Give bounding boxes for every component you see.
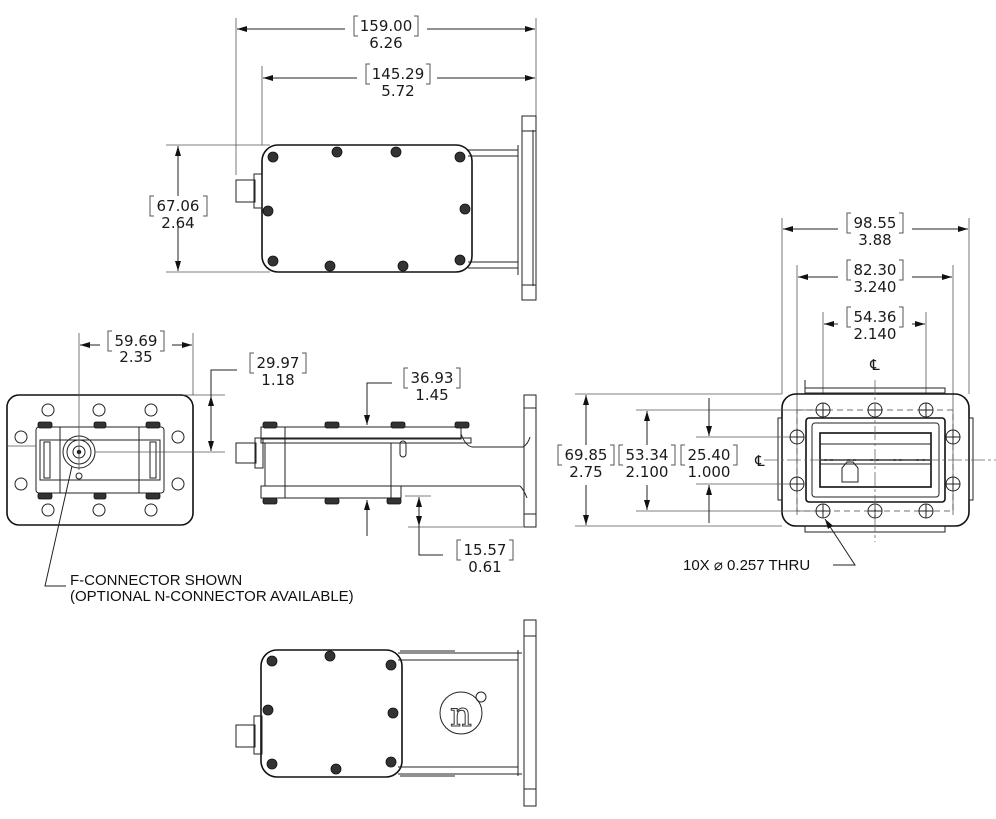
dim-overall-length: 159.00 6.26 bbox=[353, 15, 419, 52]
top-view: 159.00 6.26 145.29 5.72 67.06 2.64 bbox=[149, 15, 537, 301]
company-logo-icon: n bbox=[439, 691, 487, 736]
dim-hole-pattern-width: 82.30 3.240 bbox=[846, 259, 904, 296]
svg-text:98.55: 98.55 bbox=[854, 214, 897, 232]
dim-waveguide-width: 54.36 2.140 bbox=[846, 306, 904, 343]
svg-text:2.140: 2.140 bbox=[854, 325, 897, 343]
svg-text:1.000: 1.000 bbox=[688, 463, 731, 481]
svg-text:53.34: 53.34 bbox=[626, 446, 669, 464]
svg-text:59.69: 59.69 bbox=[115, 332, 158, 350]
svg-text:2.35: 2.35 bbox=[119, 348, 152, 366]
dim-flange-offset: 15.57 0.61 bbox=[456, 539, 514, 576]
dim-connector-vertical: 29.97 1.18 bbox=[249, 352, 307, 389]
svg-text:2.75: 2.75 bbox=[569, 463, 602, 481]
dim-flange-width: 98.55 3.88 bbox=[846, 212, 904, 249]
dim-body-length: 145.29 5.72 bbox=[365, 63, 431, 100]
dim-body-height: 36.93 1.45 bbox=[403, 367, 461, 404]
svg-text:0.61: 0.61 bbox=[468, 558, 501, 576]
dim-body-width: 67.06 2.64 bbox=[149, 195, 208, 232]
svg-text:82.30: 82.30 bbox=[854, 261, 897, 279]
front-end-view: 59.69 2.35 29.97 1.18 F-CONNECTOR SHOWN … bbox=[6, 330, 354, 605]
svg-text:3.88: 3.88 bbox=[858, 231, 891, 249]
holes-note: 10X ⌀ 0.257 THRU bbox=[683, 557, 810, 574]
dim-waveguide-height: 25.40 1.000 bbox=[680, 444, 738, 481]
bottom-view: n bbox=[235, 619, 537, 807]
svg-text:2.100: 2.100 bbox=[626, 463, 669, 481]
dim-connector-horizontal: 59.69 2.35 bbox=[107, 330, 165, 366]
svg-text:(OPTIONAL N-CONNECTOR AVAILABL: (OPTIONAL N-CONNECTOR AVAILABLE) bbox=[70, 588, 354, 605]
svg-text:159.00: 159.00 bbox=[360, 17, 413, 35]
svg-text:145.29: 145.29 bbox=[372, 65, 425, 83]
dim-flange-height: 69.85 2.75 bbox=[557, 444, 615, 481]
svg-text:29.97: 29.97 bbox=[257, 354, 300, 372]
screw-icon bbox=[262, 650, 399, 775]
svg-text:25.40: 25.40 bbox=[688, 446, 731, 464]
svg-text:36.93: 36.93 bbox=[411, 369, 454, 387]
svg-text:n: n bbox=[450, 695, 472, 735]
svg-text:15.57: 15.57 bbox=[464, 541, 507, 559]
svg-text:5.72: 5.72 bbox=[381, 82, 414, 100]
svg-text:69.85: 69.85 bbox=[565, 446, 608, 464]
svg-text:54.36: 54.36 bbox=[854, 308, 897, 326]
svg-text:1.18: 1.18 bbox=[261, 371, 294, 389]
flange-end-view: 98.55 3.88 82.30 3.240 54.36 2.140 ℄ ℄ 6… bbox=[557, 212, 996, 574]
side-view: 36.93 1.45 15.57 0.61 bbox=[235, 367, 537, 576]
svg-text:F-CONNECTOR SHOWN: F-CONNECTOR SHOWN bbox=[70, 572, 242, 589]
svg-text:2.64: 2.64 bbox=[161, 214, 194, 232]
dim-hole-pattern-height: 53.34 2.100 bbox=[618, 444, 676, 481]
svg-text:1.45: 1.45 bbox=[415, 386, 448, 404]
centerline-symbol-horizontal: ℄ bbox=[754, 452, 765, 470]
connector-note: F-CONNECTOR SHOWN (OPTIONAL N-CONNECTOR … bbox=[70, 572, 354, 605]
centerline-symbol-vertical: ℄ bbox=[869, 356, 880, 374]
screw-icon bbox=[262, 146, 471, 272]
svg-text:67.06: 67.06 bbox=[157, 197, 200, 215]
svg-text:3.240: 3.240 bbox=[854, 278, 897, 296]
svg-text:6.26: 6.26 bbox=[369, 34, 402, 52]
